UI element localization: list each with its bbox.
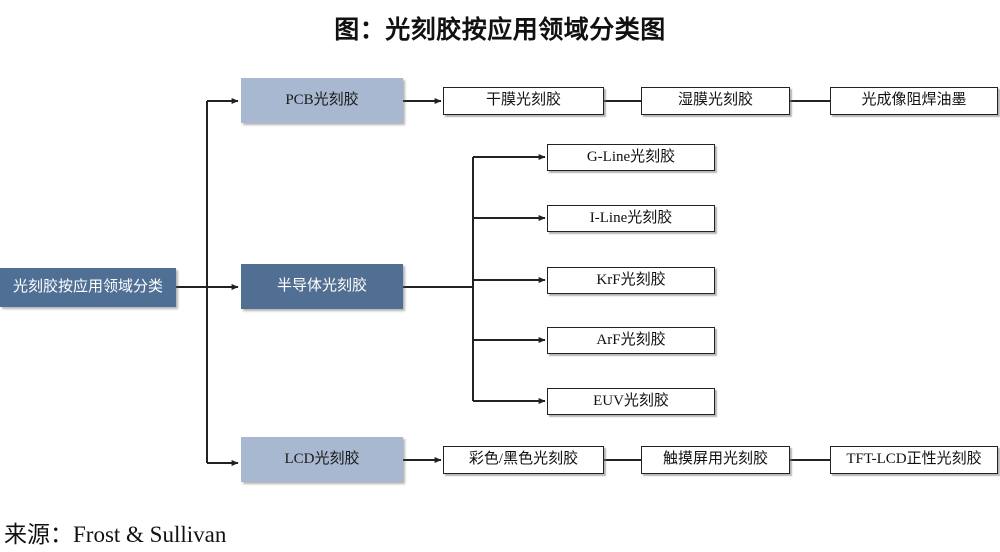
leaf-node-pcb-2[interactable]: 湿膜光刻胶 [641,87,790,115]
page-title: 图：光刻胶按应用领域分类图 [334,17,666,44]
source-label: 来源：Frost & Sullivan [4,522,227,547]
branch-node-lcd[interactable]: LCD光刻胶 [241,437,403,482]
leaf-node-semiconductor-2[interactable]: I-Line光刻胶 [547,205,715,232]
leaf-node-pcb-3[interactable]: 光成像阻焊油墨 [830,87,998,115]
leaf-node-lcd-1[interactable]: 彩色/黑色光刻胶 [443,446,604,474]
leaf-node-semiconductor-1[interactable]: G-Line光刻胶 [547,144,715,171]
leaf-node-semiconductor-4[interactable]: ArF光刻胶 [547,327,715,354]
leaf-node-pcb-1[interactable]: 干膜光刻胶 [443,87,604,115]
leaf-node-semiconductor-3[interactable]: KrF光刻胶 [547,267,715,294]
root-node[interactable]: 光刻胶按应用领域分类 [0,268,176,307]
branch-node-pcb[interactable]: PCB光刻胶 [241,78,403,123]
leaf-node-lcd-2[interactable]: 触摸屏用光刻胶 [641,446,790,474]
leaf-node-lcd-3[interactable]: TFT-LCD正性光刻胶 [830,446,998,474]
branch-node-semiconductor[interactable]: 半导体光刻胶 [241,264,403,309]
leaf-node-semiconductor-5[interactable]: EUV光刻胶 [547,388,715,415]
